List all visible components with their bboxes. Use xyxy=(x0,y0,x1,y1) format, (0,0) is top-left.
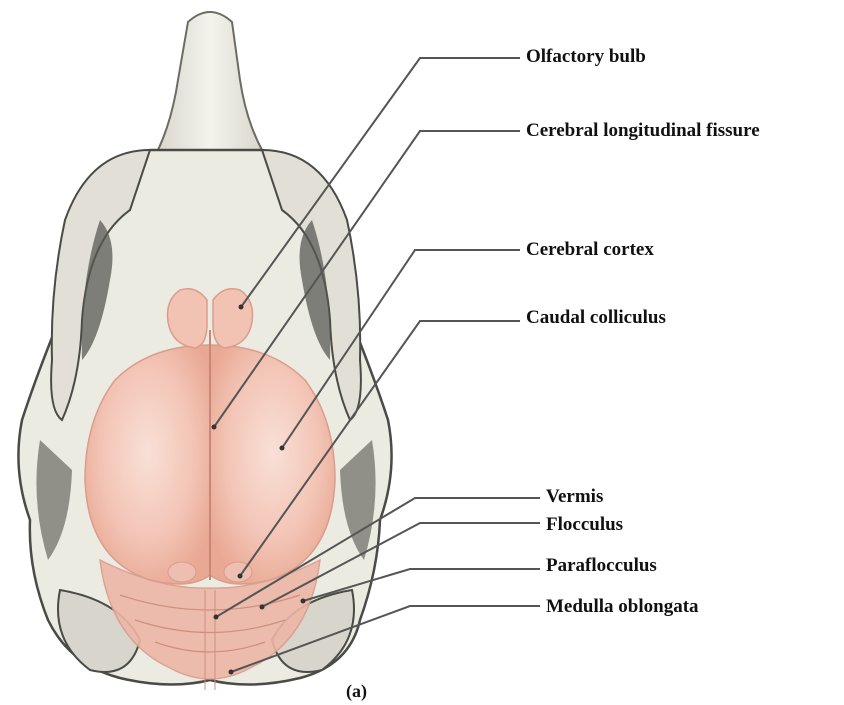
label-cerebral-cortex: Cerebral cortex xyxy=(526,240,654,259)
label-vermis: Vermis xyxy=(546,487,603,506)
figure-caption: (a) xyxy=(346,682,367,700)
label-paraflocculus: Paraflocculus xyxy=(546,556,657,575)
label-olfactory-bulb: Olfactory bulb xyxy=(526,47,646,66)
label-cerebral-longitudinal-fissure: Cerebral longitudinal fissure xyxy=(526,121,760,140)
label-flocculus: Flocculus xyxy=(546,515,623,534)
label-medulla-oblongata: Medulla oblongata xyxy=(546,597,699,616)
label-caudal-colliculus: Caudal colliculus xyxy=(526,308,666,327)
